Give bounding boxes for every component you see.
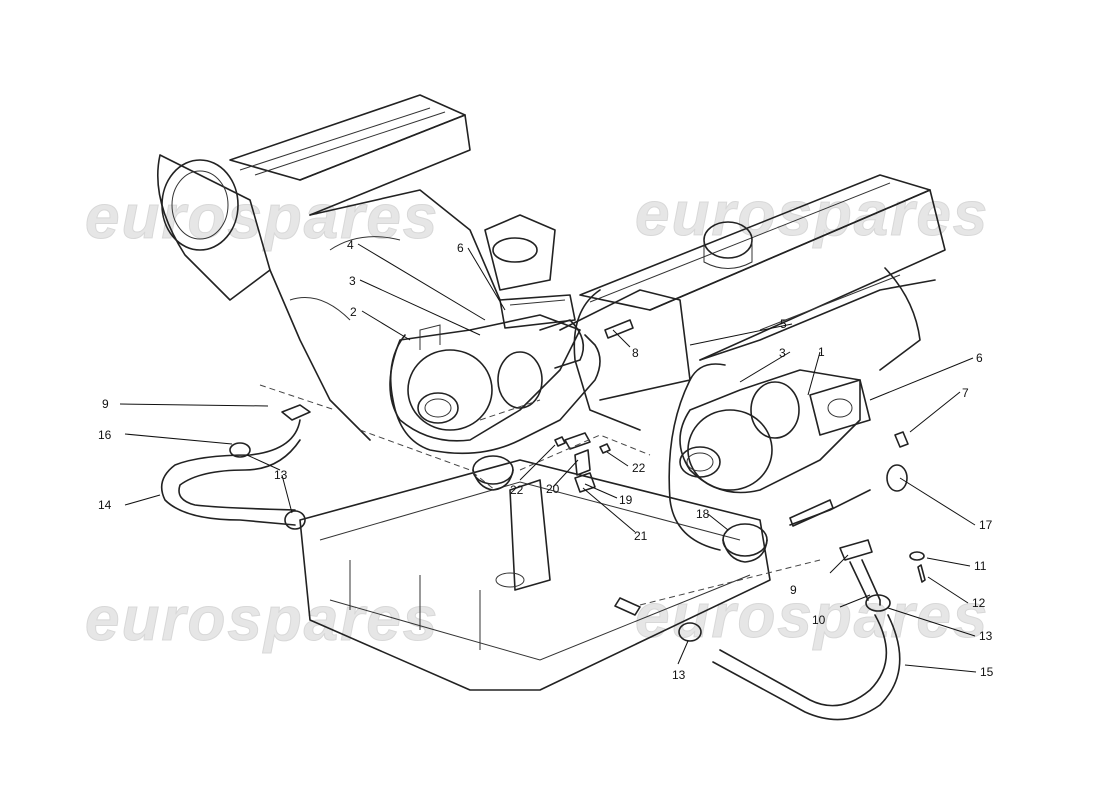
engine-right-bank: [573, 174, 946, 431]
callout-9-right: 9: [790, 583, 797, 597]
watermark-bottom-left: eurospares: [85, 585, 439, 654]
callout-14: 14: [98, 498, 112, 512]
stud-8: [604, 319, 634, 339]
callout-16: 16: [98, 428, 112, 442]
callout-21: 21: [634, 529, 648, 543]
callout-15: 15: [980, 665, 994, 679]
callout-20: 20: [546, 482, 560, 496]
leader-lines: [119, 243, 977, 673]
fittings-19-22: [554, 432, 611, 493]
callout-12: 12: [972, 596, 986, 610]
engine-left-bank: [157, 94, 501, 441]
callout-7: 7: [962, 386, 969, 400]
callout-19: 19: [619, 493, 633, 507]
right-oil-return-hose: [614, 539, 901, 721]
callout-10: 10: [812, 613, 826, 627]
reference-lines: [259, 384, 821, 606]
left-return-line: [389, 334, 601, 455]
callout-13-right: 13: [979, 629, 993, 643]
callout-6-left: 6: [457, 241, 464, 255]
callout-18: 18: [696, 507, 710, 521]
callout-3-left: 3: [349, 274, 356, 288]
callout-17: 17: [979, 518, 993, 532]
callout-2: 2: [350, 305, 357, 319]
watermark-top-left: eurospares: [85, 183, 439, 252]
callout-6-right: 6: [976, 351, 983, 365]
callout-labels: 1 2 3 3 4 5 6 6 7 8 9 9 10 11 12 13 13 1…: [98, 238, 994, 682]
callout-22-left: 22: [510, 483, 524, 497]
right-feed-line: [668, 363, 871, 551]
callout-8: 8: [632, 346, 639, 360]
oil-sump: [299, 459, 771, 691]
callout-13-left-upper: 13: [274, 468, 288, 482]
right-turbocharger: [679, 369, 909, 563]
callout-22-right: 22: [632, 461, 646, 475]
callout-1: 1: [818, 345, 825, 359]
right-connector-pipe: [789, 499, 834, 527]
left-turbocharger: [389, 294, 585, 491]
callout-5: 5: [780, 317, 787, 331]
callout-4: 4: [347, 238, 354, 252]
callout-9-left: 9: [102, 397, 109, 411]
callout-13-bottom: 13: [672, 668, 686, 682]
intake-plenum: [484, 214, 691, 401]
left-oil-return-hose: [160, 404, 311, 530]
callout-11: 11: [974, 559, 987, 573]
callout-3-right: 3: [779, 346, 786, 360]
bolt-washer: [909, 551, 926, 583]
